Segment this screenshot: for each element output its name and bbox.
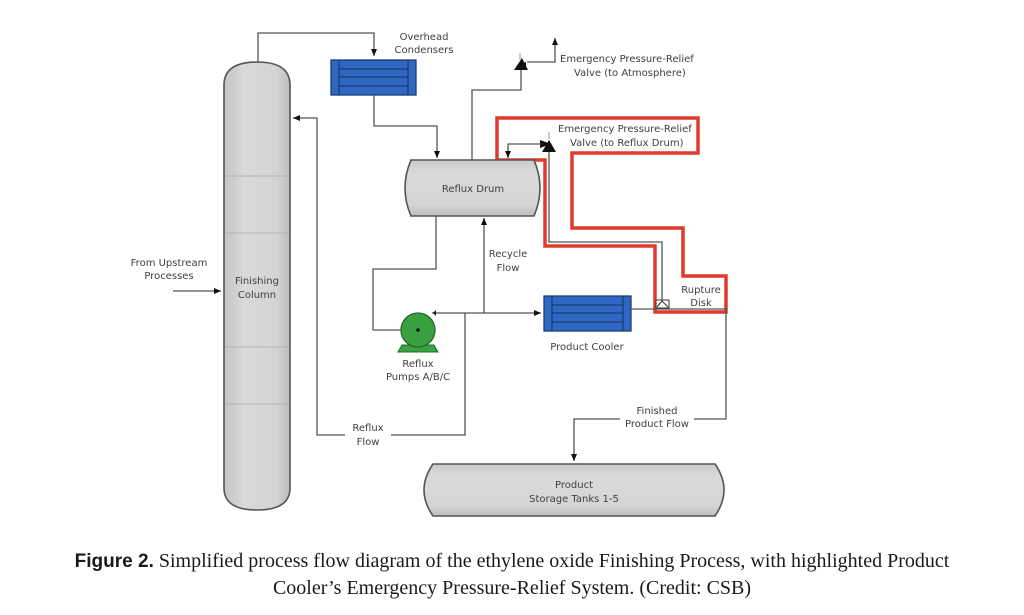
caption-line-2: Cooler’s Emergency Pressure-Relief Syste… bbox=[272, 577, 752, 599]
recycle-flow-label: Flow bbox=[497, 263, 520, 274]
figure-label: Figure 2. bbox=[74, 551, 154, 572]
prv-reflux-drum-valve-icon bbox=[540, 132, 556, 152]
relief-line bbox=[548, 152, 663, 302]
finishing-column-label: Finishing bbox=[235, 276, 279, 287]
atmosphere-vent-line bbox=[527, 38, 558, 63]
reflux-return-line bbox=[293, 115, 466, 436]
recycle-flow-label: Recycle bbox=[489, 249, 528, 260]
product-cooler-label: Product Cooler bbox=[550, 342, 624, 353]
rupture-disk-icon bbox=[655, 299, 670, 309]
figure-caption: Figure 2. Simplified process flow diagra… bbox=[0, 548, 1024, 601]
reflux-flow-label: Flow bbox=[357, 437, 380, 448]
caption-line-1: Simplified process flow diagram of the e… bbox=[153, 550, 950, 572]
prv-reflux-drum-label: Valve (to Reflux Drum) bbox=[570, 138, 684, 149]
highlight-outline bbox=[495, 116, 728, 314]
drum-vent-line bbox=[471, 66, 522, 160]
prv-atmosphere-label: Valve (to Atmosphere) bbox=[574, 68, 686, 79]
prv-return-line bbox=[505, 143, 541, 158]
upstream-label: Processes bbox=[144, 271, 193, 282]
reflux-drum-label: Reflux Drum bbox=[442, 184, 504, 195]
drum-bottoms-line bbox=[372, 216, 437, 331]
reflux-drum: Reflux Drum bbox=[404, 159, 541, 217]
overhead-condensers-label: Overhead bbox=[400, 32, 449, 43]
reflux-flow-label: Reflux bbox=[352, 423, 383, 434]
product-cooler bbox=[543, 295, 632, 332]
overhead-condensers-label: Condensers bbox=[395, 45, 454, 56]
reflux-pump-icon bbox=[397, 312, 439, 353]
overhead-condensers bbox=[330, 59, 417, 96]
rupture-disk-label: Rupture bbox=[681, 285, 721, 296]
finishing-column: Finishing Column bbox=[223, 61, 291, 511]
rupture-disk-label: Disk bbox=[690, 298, 712, 309]
overhead-vapor-line bbox=[257, 32, 377, 62]
reflux-pumps-label: Reflux bbox=[402, 359, 433, 370]
storage-tanks-label: Product bbox=[555, 480, 593, 491]
prv-reflux-drum-label: Emergency Pressure-Relief bbox=[558, 124, 692, 135]
finished-product-label: Product Flow bbox=[625, 419, 689, 430]
upstream-label: From Upstream bbox=[131, 258, 208, 269]
cooler-outlet-line bbox=[571, 308, 727, 461]
product-storage-tanks: Product Storage Tanks 1-5 bbox=[423, 463, 725, 517]
reflux-pumps-label: Pumps A/B/C bbox=[386, 372, 450, 383]
prv-atmosphere-valve-icon bbox=[514, 53, 528, 70]
finishing-column-label: Column bbox=[238, 290, 276, 301]
prv-atmosphere-label: Emergency Pressure-Relief bbox=[560, 54, 694, 65]
process-flow-diagram: Finishing Column Overhead Condensers Ref… bbox=[131, 32, 728, 517]
finished-product-label: Finished bbox=[637, 406, 678, 417]
storage-tanks-label: Storage Tanks 1-5 bbox=[529, 494, 619, 505]
condensate-line bbox=[373, 95, 440, 158]
